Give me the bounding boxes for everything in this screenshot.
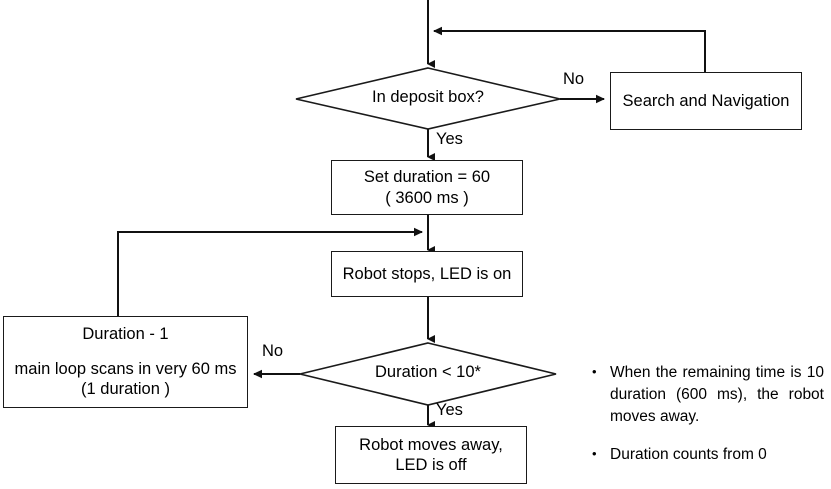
duration-minus-one-text: Duration - 1 main loop scans in very 60 … bbox=[4, 324, 247, 399]
note-text: When the remaining time is 10 duration (… bbox=[610, 364, 824, 425]
edge-label-duration-yes: Yes bbox=[436, 401, 463, 419]
spacer bbox=[10, 345, 241, 360]
edge-label-deposit-no: No bbox=[563, 70, 585, 88]
edge-label-duration-no: No bbox=[262, 342, 284, 360]
note-text: Duration counts from 0 bbox=[610, 446, 767, 463]
bullet-icon: • bbox=[592, 446, 597, 461]
bullet-icon: • bbox=[592, 364, 597, 379]
duration-minus-one-line3: (1 duration ) bbox=[81, 380, 170, 399]
node-robot-stops[interactable]: Robot stops, LED is on bbox=[331, 251, 523, 297]
decision-deposit-label: In deposit box? bbox=[372, 88, 484, 106]
edge-search-feedback bbox=[433, 26, 706, 72]
edge-label-deposit-yes: Yes bbox=[436, 130, 463, 148]
robot-moves-away-text: Robot moves away, LED is off bbox=[336, 435, 526, 475]
duration-minus-one-line2: main loop scans in very 60 ms bbox=[14, 360, 237, 379]
notes-panel: • When the remaining time is 10 duration… bbox=[592, 362, 824, 482]
duration-minus-one-line1: Duration - 1 bbox=[82, 325, 169, 344]
decision-duration-label: Duration < 10* bbox=[375, 363, 481, 381]
node-robot-moves-away[interactable]: Robot moves away, LED is off bbox=[335, 426, 527, 484]
robot-moves-away-line2: LED is off bbox=[395, 456, 467, 474]
note-item: • Duration counts from 0 bbox=[592, 444, 824, 466]
note-item: • When the remaining time is 10 duration… bbox=[592, 362, 824, 428]
robot-moves-away-line1: Robot moves away, bbox=[359, 435, 503, 454]
robot-stops-label: Robot stops, LED is on bbox=[342, 264, 512, 283]
set-duration-line2: ( 3600 ms ) bbox=[385, 188, 469, 207]
node-set-duration[interactable]: Set duration = 60 ( 3600 ms ) bbox=[331, 160, 523, 215]
node-duration-minus-one[interactable]: Duration - 1 main loop scans in very 60 … bbox=[3, 316, 248, 408]
set-duration-line1: Set duration = 60 bbox=[363, 168, 491, 187]
node-search-and-navigation[interactable]: Search and Navigation bbox=[610, 72, 802, 130]
search-and-navigation-label: Search and Navigation bbox=[622, 91, 790, 110]
set-duration-text: Set duration = 60 ( 3600 ms ) bbox=[332, 167, 522, 207]
